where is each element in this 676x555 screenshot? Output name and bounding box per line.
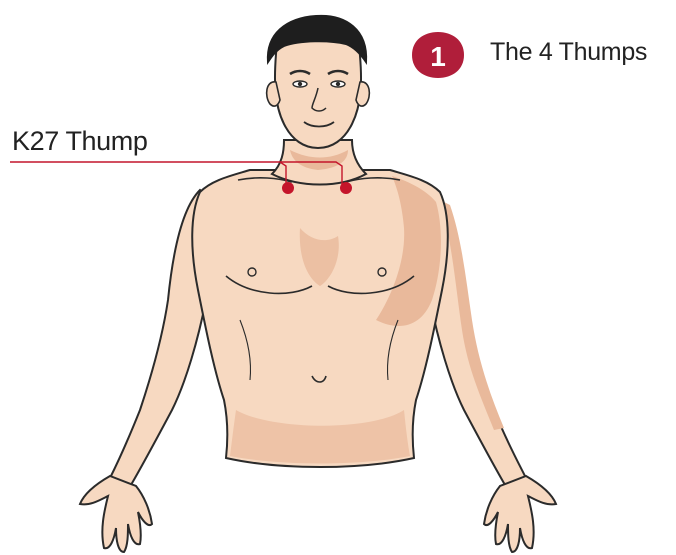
right-hand: [484, 476, 556, 552]
step-badge-shape: 1: [408, 28, 468, 82]
k27-point-right: [340, 182, 352, 194]
k27-point-left: [282, 182, 294, 194]
pupil-left: [298, 82, 302, 86]
face: [275, 36, 361, 148]
step-number: 1: [430, 41, 446, 72]
k27-label: K27 Thump: [12, 126, 148, 157]
step-title: The 4 Thumps: [490, 38, 647, 67]
left-hand: [80, 476, 152, 552]
step-badge: 1: [408, 28, 468, 82]
pupil-right: [336, 82, 340, 86]
